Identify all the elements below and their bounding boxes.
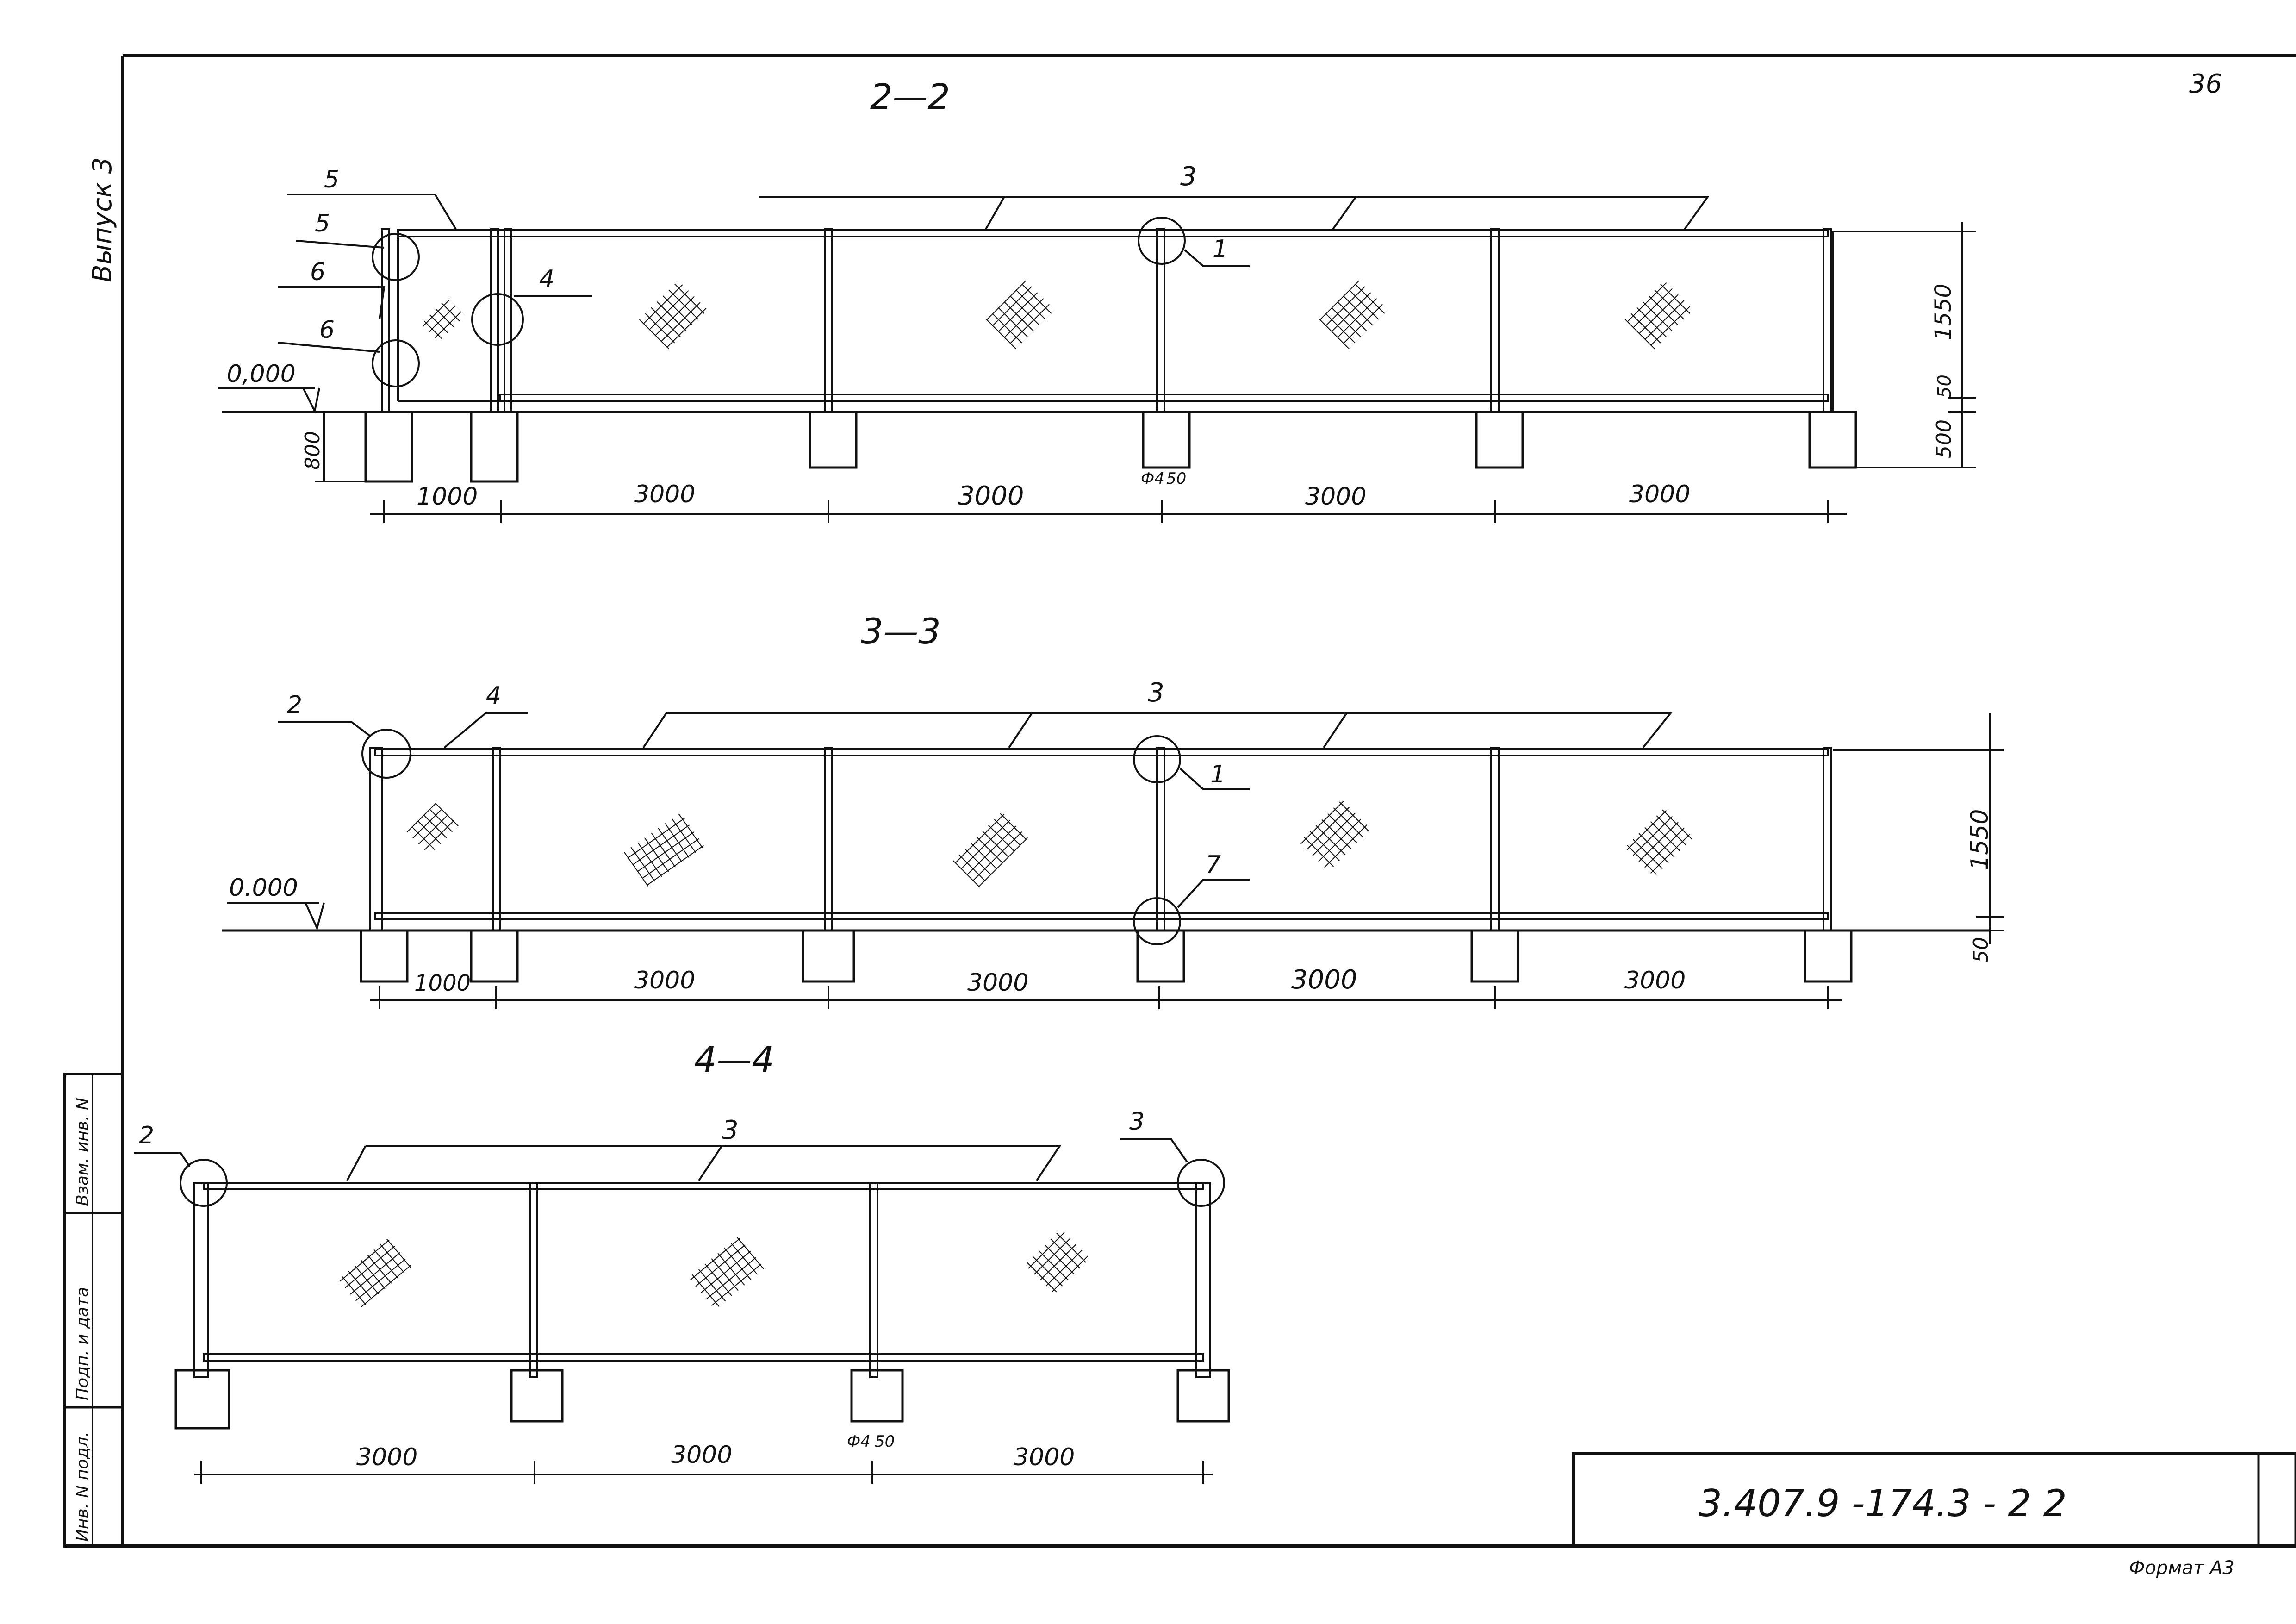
doc-code: 3.407.9 -174.3 - 2 2	[1699, 1482, 2067, 1525]
callout-3-3-corner: 2	[287, 691, 302, 719]
callout-2-2-gate-post: 4	[539, 265, 554, 293]
section-2-2: 2—2 0,000	[218, 76, 1976, 523]
dimension-line-2-2	[370, 500, 1847, 523]
span-4-4-3: 3000	[1014, 1443, 1075, 1471]
level-mark-3-3: 0.000	[229, 874, 298, 902]
format-label: Формат А3	[2129, 1557, 2234, 1579]
post-dim-4-4: Ф4	[847, 1432, 871, 1451]
callout-2-2-left-top: 5	[324, 166, 339, 194]
mesh-hatch-3-3	[406, 800, 1694, 887]
callout-3-3-rail: 3	[1148, 678, 1164, 708]
callout-4-4-corner-right: 3	[1129, 1108, 1145, 1136]
stamp-label-inv-podl: Инв. N подл.	[73, 1431, 92, 1542]
footings-3-3	[360, 929, 1853, 983]
span-2-2-5: 3000	[1629, 481, 1690, 508]
footings-2-2	[364, 411, 1857, 483]
callout-2-2-node-top: 1	[1213, 235, 1228, 263]
callout-2-2-left-mid: 6	[310, 258, 325, 286]
plinth-2-2: 50	[1934, 375, 1955, 398]
span-2-2-3: 3000	[958, 481, 1024, 511]
callout-3-3-node-top: 1	[1210, 761, 1226, 788]
span-3-3-4: 3000	[1291, 965, 1357, 995]
footings-4-4	[174, 1369, 1230, 1430]
section-4-4: 4—4 2 3 3	[134, 1039, 1230, 1484]
post-gap-2-2: 50	[1166, 469, 1186, 488]
leaders-4-4	[134, 1138, 1188, 1181]
span-2-2-4: 3000	[1305, 483, 1366, 511]
stamp-label-podp-data: Подп. и дата	[73, 1287, 92, 1400]
section-2-2-title: 2—2	[870, 76, 950, 117]
vertical-dims-2-2	[315, 222, 1976, 482]
span-3-3-5: 3000	[1624, 967, 1686, 994]
span-3-3-3: 3000	[967, 969, 1028, 997]
footing-depth-left-2-2: 800	[301, 431, 324, 470]
level-mark-2-2: 0,000	[227, 360, 296, 388]
posts-3-3	[369, 747, 1832, 931]
page-number: 36	[2189, 69, 2222, 99]
dimension-line-3-3	[370, 986, 1842, 1009]
post-dim-2-2: Ф4	[1141, 469, 1164, 488]
callout-2-2-left-lower: 6	[319, 316, 335, 344]
height-3-3: 1550	[1966, 809, 1994, 870]
section-3-3: 3—3 0.000	[222, 611, 2004, 1009]
vertical-dims-3-3	[1976, 713, 2004, 944]
callout-3-3-rail-left: 4	[486, 682, 501, 710]
span-4-4-2: 3000	[671, 1441, 732, 1469]
height-2-2: 1550	[1930, 284, 1956, 340]
footing-depth-right-2-2: 500	[1932, 419, 1956, 458]
span-3-3-2: 3000	[634, 967, 695, 994]
span-4-4-1: 3000	[356, 1443, 417, 1471]
plinth-3-3: 50	[1969, 937, 1993, 963]
title-block: 3.407.9 -174.3 - 2 2	[1572, 1452, 2296, 1548]
span-2-2-1: 1000	[417, 483, 478, 511]
callout-4-4-corner-left: 2	[139, 1122, 154, 1149]
post-gap-4-4: 50	[875, 1432, 895, 1451]
dimension-line-4-4	[194, 1461, 1213, 1484]
stamp-label-vzam-inv: Взам. инв. N	[73, 1098, 92, 1206]
callout-2-2-rail: 3	[1180, 162, 1197, 192]
leaders-3-3	[278, 712, 1673, 908]
span-3-3-1: 1000	[414, 970, 471, 996]
callout-3-3-node-bottom: 7	[1206, 851, 1221, 879]
leaders-2-2	[277, 194, 1710, 353]
span-2-2-2: 3000	[634, 481, 695, 508]
callout-4-4-rail: 3	[722, 1115, 739, 1145]
edition-label: Выпуск 3	[87, 157, 118, 282]
posts-4-4	[193, 1182, 1211, 1378]
mesh-hatch-4-4	[338, 1229, 1090, 1310]
mesh-hatch-2-2	[421, 280, 1694, 350]
section-3-3-title: 3—3	[861, 611, 941, 652]
side-stamp-column: Инв. N подл. Подп. и дата Взам. инв. N	[63, 1073, 124, 1548]
callout-2-2-left-upper: 5	[315, 210, 330, 237]
posts-2-2	[381, 228, 1832, 413]
section-4-4-title: 4—4	[694, 1039, 774, 1080]
